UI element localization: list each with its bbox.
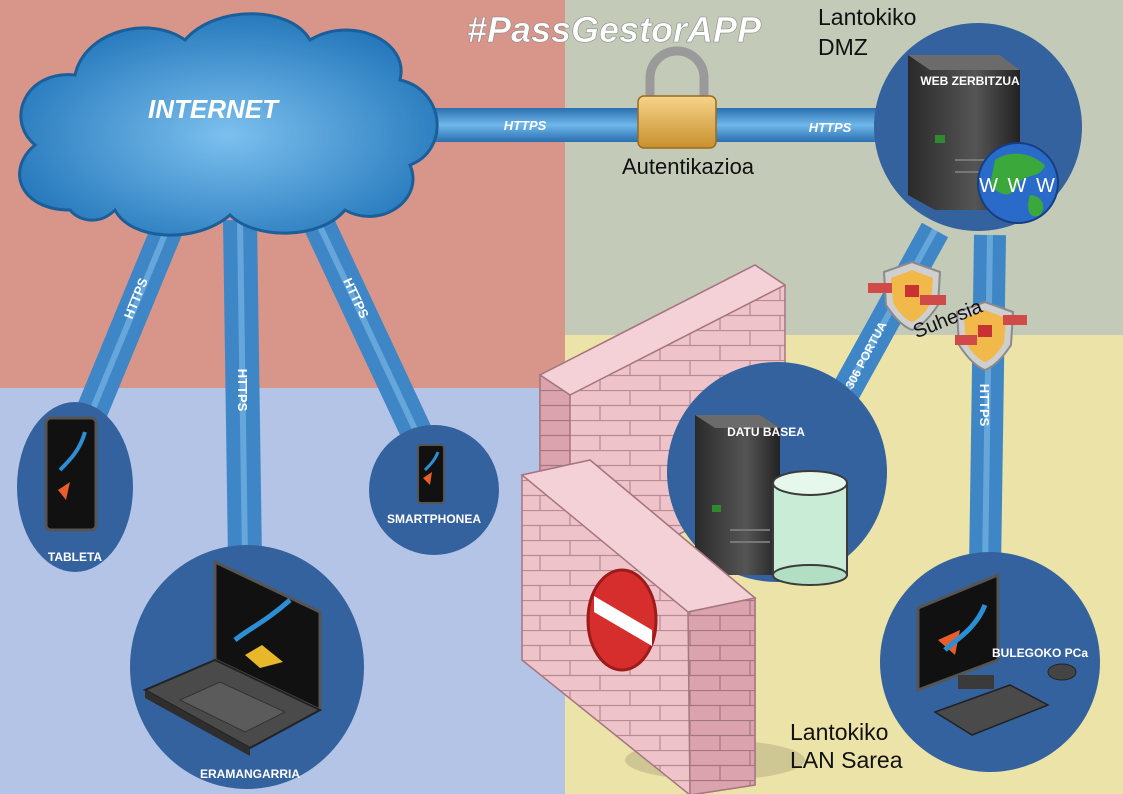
database-cylinder-icon (772, 470, 848, 586)
smartphone-label: SMARTPHONEA (387, 512, 481, 526)
diagram-title: #PassGestorAPP (467, 9, 762, 50)
laptop-node (130, 545, 364, 789)
dmz-label-line2: DMZ (818, 34, 868, 60)
firewall-shield-icon-2 (955, 300, 1027, 372)
tablet-label: TABLETA (48, 550, 103, 564)
lan-label-line2: LAN Sarea (790, 747, 903, 773)
www-label: W W W (979, 175, 1057, 197)
smartphone-node (369, 425, 499, 555)
link-label-https-laptop: HTTPS (235, 369, 250, 412)
auth-label: Autentikazioa (622, 154, 755, 179)
internet-label: INTERNET (148, 94, 280, 124)
firewall-shield-icon (868, 260, 946, 332)
lan-label-line1: Lantokiko (790, 719, 888, 745)
office-pc-label: BULEGOKO PCa (992, 646, 1088, 660)
laptop-label: ERAMANGARRIA (200, 767, 300, 781)
internet-cloud (18, 12, 439, 237)
link-label-https-1: HTTPS (504, 118, 547, 133)
tablet-node (17, 402, 133, 572)
office-pc-node (880, 552, 1100, 772)
link-label-https-2: HTTPS (809, 120, 852, 135)
link-label-https-pc: HTTPS (977, 384, 992, 427)
globe-icon (977, 142, 1059, 224)
dmz-label-line1: Lantokiko (818, 4, 916, 30)
no-entry-icon (586, 568, 658, 672)
lock-icon (637, 46, 717, 149)
web-server-label: WEB ZERBITZUA (920, 74, 1020, 88)
database-label: DATU BASEA (727, 425, 805, 439)
